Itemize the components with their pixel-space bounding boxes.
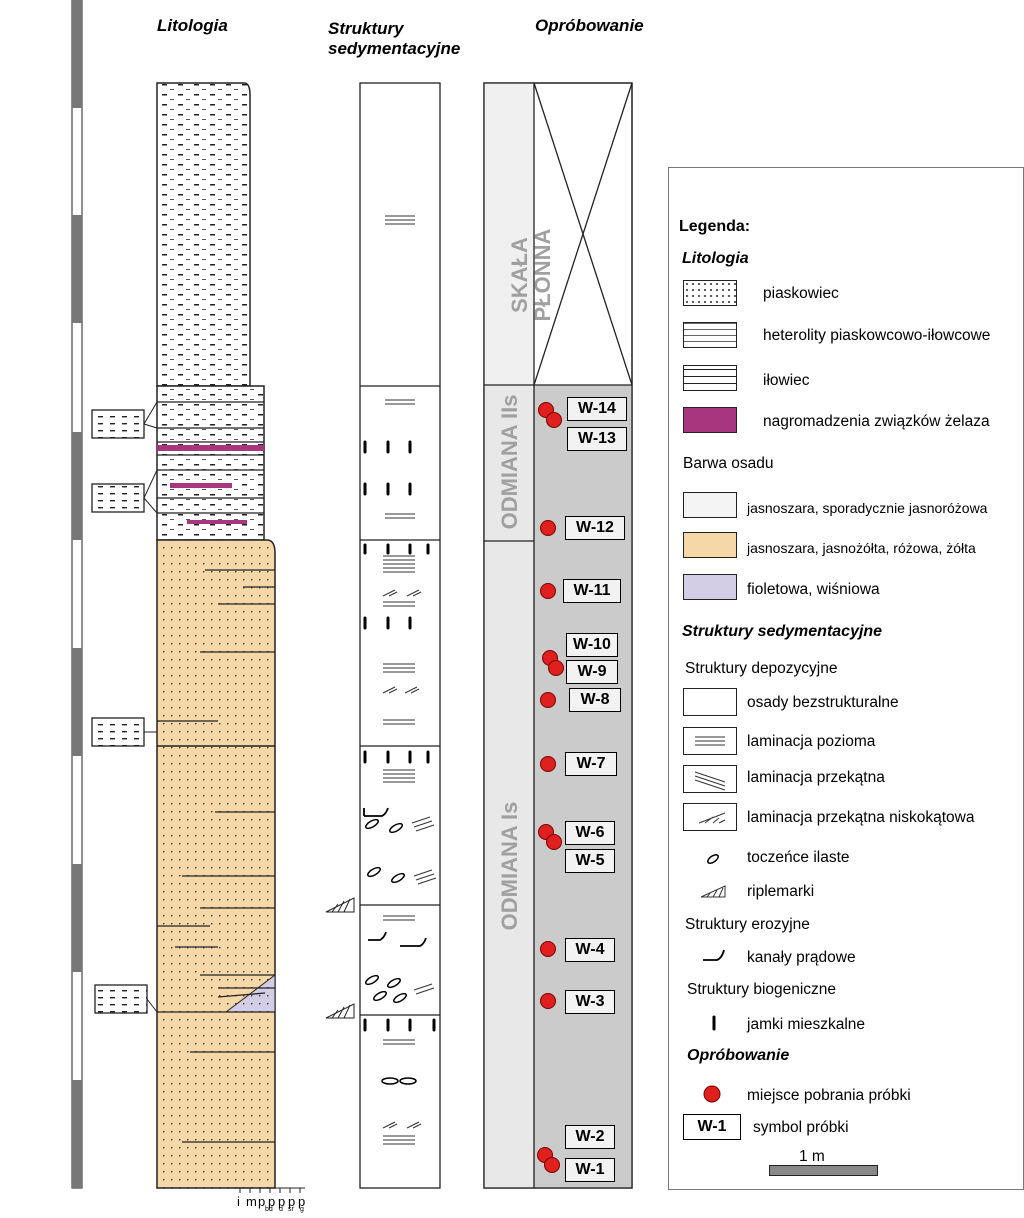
zone-label-waste-line1: SKAŁA <box>507 237 532 313</box>
sample-dot <box>548 660 564 676</box>
grain-sub-d: d <box>279 1206 283 1213</box>
swatch-sandstone <box>683 280 737 306</box>
sample-tag-w4: W-4 <box>565 938 615 962</box>
legend-sample-tag: W-1 <box>683 1114 741 1140</box>
grain-sub-bd: bd <box>265 1206 273 1213</box>
sample-tag-w9: W-9 <box>566 660 618 684</box>
structures-header-line1: Struktury <box>328 19 404 38</box>
legend-heterolith: heterolity piaskowcowo-iłowcowe <box>763 327 991 344</box>
legend-channels: kanały prądowe <box>747 949 856 966</box>
channel-icon <box>703 949 725 961</box>
legend-biogenic-title: Struktury biogeniczne <box>687 981 837 998</box>
grain-label-p1: p <box>258 1194 266 1209</box>
legend-panel: Legenda: Litologia piaskowiec heterolity… <box>668 167 1024 1190</box>
sample-tag-w8: W-8 <box>569 688 621 712</box>
legend-iron: nagromadzenia związków żelaza <box>763 413 990 430</box>
sample-dot <box>540 520 556 536</box>
sample-dot <box>546 412 562 428</box>
legend-sampling-title: Opróbowanie <box>687 1047 790 1064</box>
legend-color-title: Barwa osadu <box>683 455 774 472</box>
swatch-structureless <box>683 688 737 716</box>
legend-cross: laminacja przekątna <box>747 769 885 786</box>
legend-sample-symbol: symbol próbki <box>753 1119 849 1136</box>
burrow-icon <box>712 1015 716 1031</box>
legend-color-violet: fioletowa, wiśniowa <box>747 581 880 598</box>
swatch-low-angle <box>683 803 737 831</box>
sample-tag-w1: W-1 <box>565 1158 615 1182</box>
sample-dot-icon <box>703 1085 721 1103</box>
sampling-header: Opróbowanie <box>535 16 644 35</box>
structures-column <box>325 82 441 1189</box>
legend-depositional-title: Struktury depozycyjne <box>685 660 838 677</box>
grain-size-scale: i m p p p p p bd d śr g <box>234 1194 314 1218</box>
legend-erosional-title: Struktury erozyjne <box>685 916 810 933</box>
legend-lithology-title: Litologia <box>682 250 749 267</box>
grain-sub-sr: śr <box>288 1206 294 1213</box>
vertical-scale-bar <box>71 0 83 1189</box>
sample-tag-w7: W-7 <box>565 752 617 776</box>
legend-low-angle: laminacja przekątna niskokątowa <box>747 809 975 826</box>
legend-ripples: riplemarki <box>747 883 815 900</box>
swatch-horizontal <box>683 727 737 755</box>
legend-scale-label: 1 m <box>799 1148 825 1165</box>
legend-clasts: toczeńce ilaste <box>747 849 850 866</box>
sample-tag-w14: W-14 <box>567 397 627 421</box>
clay-clast-icon <box>707 854 719 864</box>
sample-tag-w2: W-2 <box>565 1125 615 1149</box>
grain-label-m: m <box>246 1194 257 1209</box>
sample-dot <box>540 941 556 957</box>
legend-structures-title: Struktury sedymentacyjne <box>682 623 883 640</box>
sample-dot <box>540 993 556 1009</box>
legend-color-light: jasnoszara, sporadycznie jasnoróżowa <box>747 500 988 516</box>
sample-tag-w12: W-12 <box>565 516 625 540</box>
legend-burrows: jamki mieszkalne <box>747 1016 866 1033</box>
sample-tag-w5: W-5 <box>565 849 615 873</box>
sample-dot <box>544 1157 560 1173</box>
ripple-icon <box>700 885 726 898</box>
grain-sub-g: g <box>300 1206 304 1213</box>
legend-structureless: osady bezstrukturalne <box>747 694 899 711</box>
swatch-color-yellow <box>683 532 737 558</box>
legend-title: Legenda: <box>679 218 751 235</box>
sample-tag-w11: W-11 <box>563 579 621 603</box>
legend-horizontal: laminacja pozioma <box>747 733 876 750</box>
zone-label-variety2: ODMIANA IIs <box>497 395 522 530</box>
zone-label-variety1: ODMIANA Is <box>497 802 522 931</box>
sample-dot <box>540 756 556 772</box>
sample-tag-w6: W-6 <box>565 821 615 845</box>
lithology-column <box>91 82 305 1193</box>
grain-label-p4: p <box>288 1194 296 1209</box>
zone-label-waste-line2: PŁONNA <box>530 228 555 321</box>
swatch-heterolith <box>683 322 737 348</box>
grain-label-i: i <box>237 1194 240 1209</box>
legend-claystone: iłowiec <box>763 372 810 389</box>
sample-dot <box>540 583 556 599</box>
swatch-iron <box>683 407 737 433</box>
swatch-color-light <box>683 492 737 518</box>
structures-header-line2: sedymentacyjne <box>328 39 461 58</box>
legend-sample-site: miejsce pobrania próbki <box>747 1087 911 1104</box>
grain-label-p2: p <box>268 1194 276 1209</box>
swatch-color-violet <box>683 574 737 600</box>
sample-tag-w13: W-13 <box>567 427 627 451</box>
stratigraphic-diagram: SKAŁA PŁONNA ODMIANA IIs ODMIANA Is <box>71 0 633 1193</box>
grain-label-p5: p <box>298 1194 306 1209</box>
swatch-claystone <box>683 365 737 391</box>
legend-scale-bar <box>769 1165 878 1176</box>
lithology-header: Litologia <box>157 16 228 35</box>
legend-sandstone: piaskowiec <box>763 285 839 302</box>
sample-dot <box>546 834 562 850</box>
swatch-cross <box>683 765 737 793</box>
sample-dot <box>540 692 556 708</box>
sample-tag-w3: W-3 <box>565 990 615 1014</box>
sample-tag-w10: W-10 <box>566 633 618 657</box>
grain-label-p3: p <box>278 1194 286 1209</box>
legend-color-yellow: jasnoszara, jasnożółta, różowa, żółta <box>747 540 976 556</box>
